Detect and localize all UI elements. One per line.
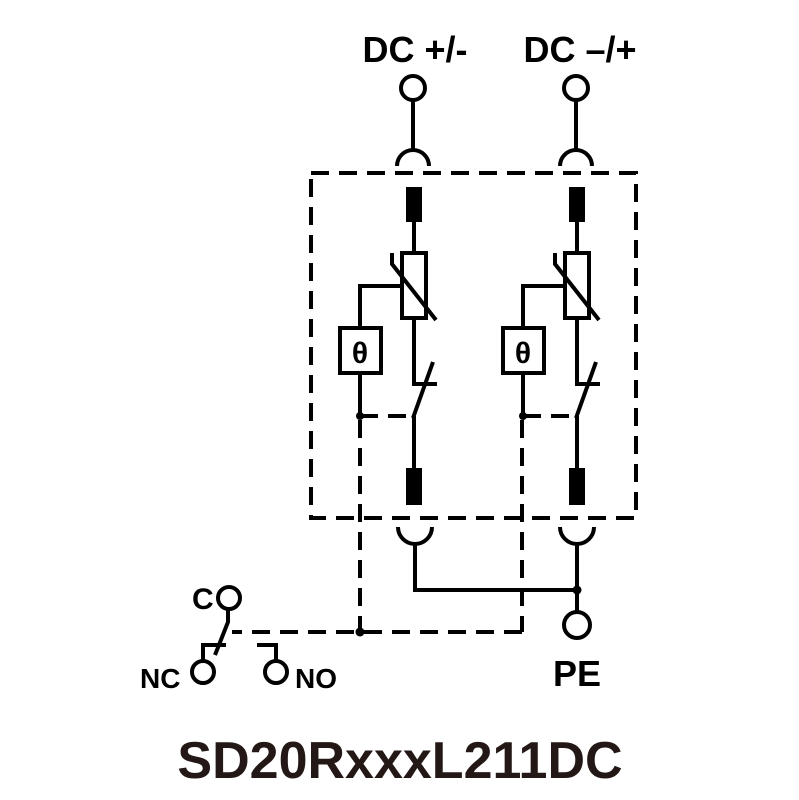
relay-label-nc: NC [140, 663, 180, 694]
terminal-label-dc-left: DC +/- [362, 29, 467, 70]
remote-signal-contact [190, 585, 289, 685]
fuse-top [569, 187, 585, 222]
top-terminal-left [395, 74, 431, 167]
mechanical-link-dashed [232, 420, 524, 634]
varistor-icon [563, 251, 591, 320]
thermal-symbol: θ [515, 337, 531, 370]
terminal-c [216, 585, 242, 611]
pe-label: PE [553, 653, 601, 694]
fuse-bottom [406, 468, 422, 505]
fuse-bottom [569, 468, 585, 505]
terminal-label-dc-right: DC –/+ [523, 29, 636, 70]
thermal-symbol: θ [352, 337, 368, 370]
top-terminal-right [558, 74, 594, 167]
relay-label-no: NO [295, 663, 337, 694]
pe-terminal [562, 610, 592, 640]
relay-label-c: C [192, 583, 214, 616]
pe-connection [396, 526, 596, 640]
varistor-icon [400, 251, 428, 320]
terminal-nc [190, 659, 216, 685]
model-number: SD20RxxxL211DC [177, 732, 622, 790]
fuse-top [406, 187, 422, 222]
protection-channel-right: θ [501, 187, 601, 505]
protection-channel-left: θ [338, 187, 438, 505]
terminal-no [263, 659, 289, 685]
